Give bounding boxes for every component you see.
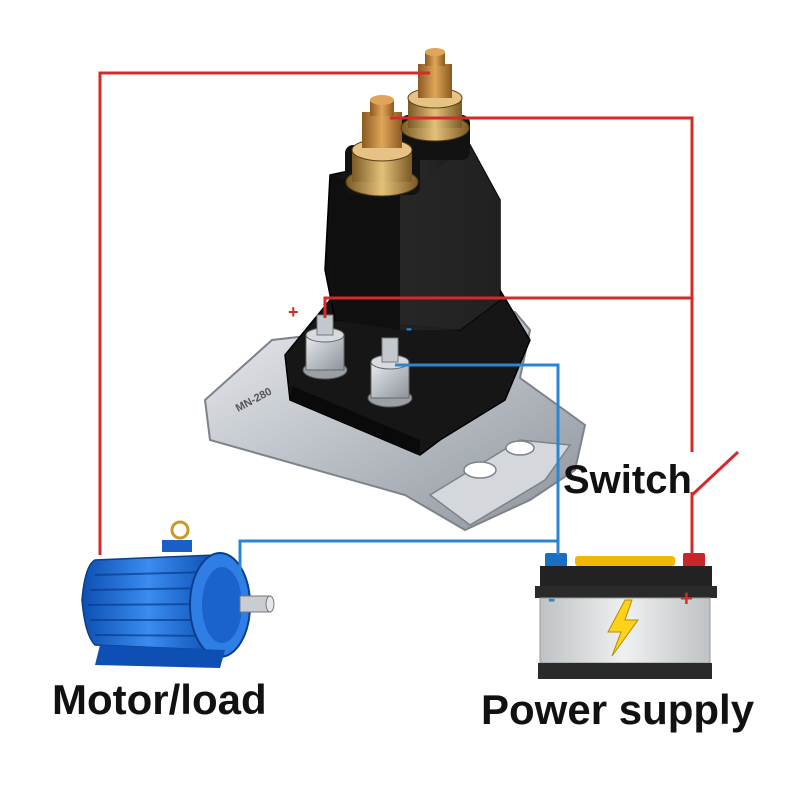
switch-lever[interactable] bbox=[690, 450, 740, 497]
power-supply-label: Power supply bbox=[481, 686, 755, 733]
main-terminal-right bbox=[400, 48, 470, 142]
solenoid-plus-label: + bbox=[288, 302, 299, 322]
battery-minus-label: - bbox=[548, 586, 555, 611]
wire-coil-positive bbox=[323, 296, 692, 318]
wire-positive-battery bbox=[390, 116, 694, 555]
main-terminal-left bbox=[345, 95, 419, 197]
solenoid-body bbox=[284, 115, 531, 456]
wire-negative-motor bbox=[238, 539, 558, 580]
switch-gap bbox=[686, 452, 698, 492]
solenoid-minus-label: - bbox=[406, 318, 412, 338]
wire-coil-negative bbox=[395, 363, 560, 555]
wire-positive-motor bbox=[98, 71, 430, 555]
coil-terminal-positive bbox=[302, 314, 348, 380]
motor-label: Motor/load bbox=[52, 676, 267, 723]
motor bbox=[81, 520, 275, 668]
switch-label: Switch bbox=[563, 458, 692, 502]
battery bbox=[535, 553, 717, 679]
battery-plus-label: + bbox=[680, 586, 693, 611]
